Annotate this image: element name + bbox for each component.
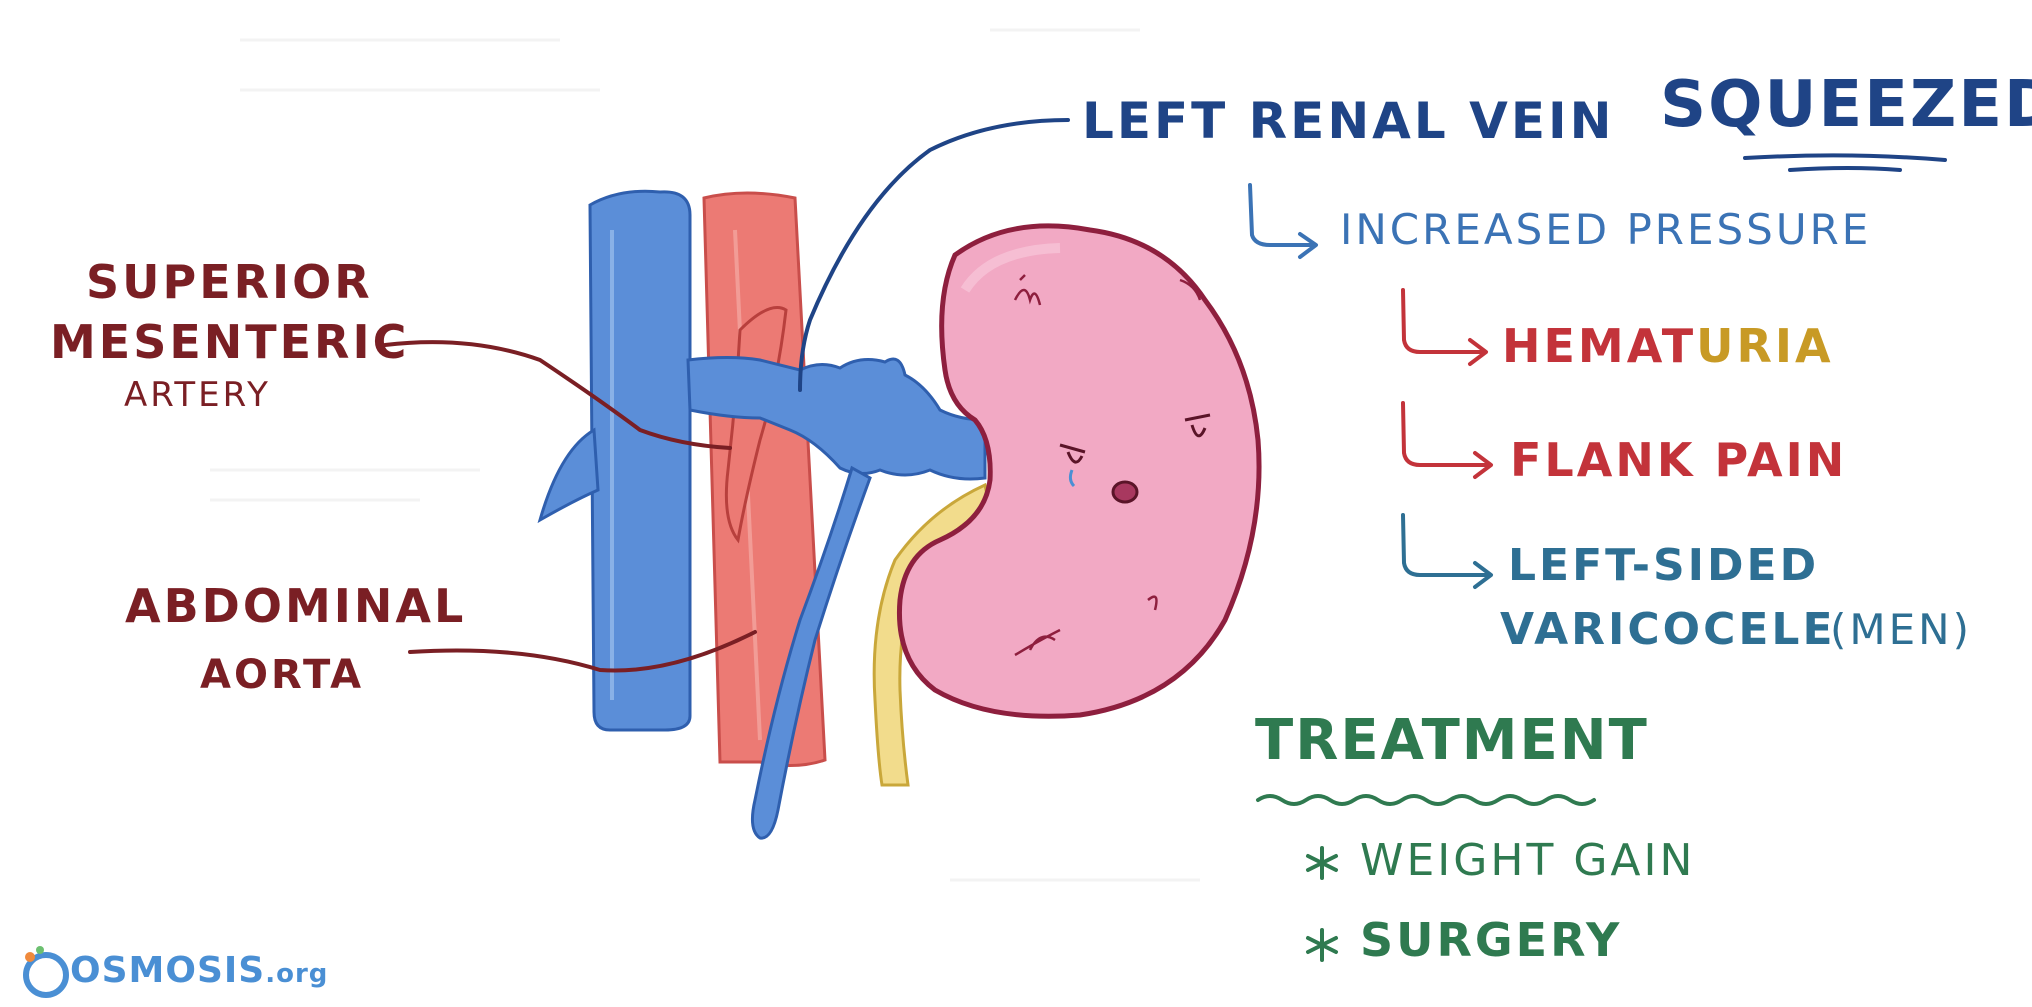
hematuria-label: HEMATURIA	[1502, 322, 1834, 370]
aorta-label-line1: ABDOMINAL	[125, 579, 467, 633]
background-ghost-sketch	[210, 28, 1200, 882]
sma-label-line2: MESENTERIC	[50, 315, 410, 369]
left-renal-vein	[686, 356, 987, 481]
treatment-underline	[1256, 794, 1596, 806]
osmosis-logo-text: OSMOSIS	[70, 950, 266, 991]
varicocele-arrow	[1401, 513, 1493, 589]
left-gonadal-vein	[750, 465, 872, 840]
sma-label-line3: ARTERY	[124, 375, 271, 415]
treatment-item-weight-gain: WEIGHT GAIN	[1360, 835, 1696, 886]
treatment-bullet-2	[1306, 928, 1338, 962]
squeezed-label: SQUEEZED	[1660, 68, 2032, 142]
left-kidney	[896, 223, 1262, 719]
flank-pain-arrow	[1401, 401, 1493, 479]
ivc-branch	[537, 427, 600, 524]
pressure-arrow	[1248, 183, 1318, 259]
flank-pain-label: FLANK PAIN	[1510, 433, 1848, 487]
osmosis-logo-emblem	[23, 946, 69, 998]
hematuria-part-uria: URIA	[1696, 319, 1834, 373]
sma-label-line1: SUPERIOR	[86, 255, 373, 309]
osmosis-logo: OSMOSIS.org	[12, 950, 328, 991]
treatment-heading: TREATMENT	[1255, 708, 1649, 773]
inferior-vena-cava	[588, 189, 692, 732]
kidney-texture-marks	[1013, 274, 1202, 657]
renal-vein-label: LEFT RENAL VEIN	[1082, 92, 1615, 150]
increased-pressure-label: INCREASED PRESSURE	[1340, 205, 1872, 254]
renal-vein-leader-line	[798, 118, 1070, 392]
aorta-leader-line	[408, 630, 757, 673]
sma-leader-line	[383, 340, 732, 450]
aorta-label-line2: AORTA	[200, 652, 365, 698]
varicocele-label-line1: LEFT-SIDED	[1508, 540, 1820, 591]
kidney-sad-face	[1059, 413, 1211, 504]
hematuria-part-hemat: HEMAT	[1502, 319, 1697, 373]
treatment-bullet-1	[1306, 846, 1338, 880]
osmosis-logo-suffix: .org	[265, 959, 329, 989]
varicocele-note: (MEN)	[1830, 605, 1972, 654]
varicocele-label-line2: VARICOCELE	[1500, 604, 1836, 655]
treatment-item-surgery: SURGERY	[1360, 913, 1623, 967]
squeezed-underline	[1743, 153, 1947, 172]
hematuria-arrow	[1401, 288, 1488, 366]
